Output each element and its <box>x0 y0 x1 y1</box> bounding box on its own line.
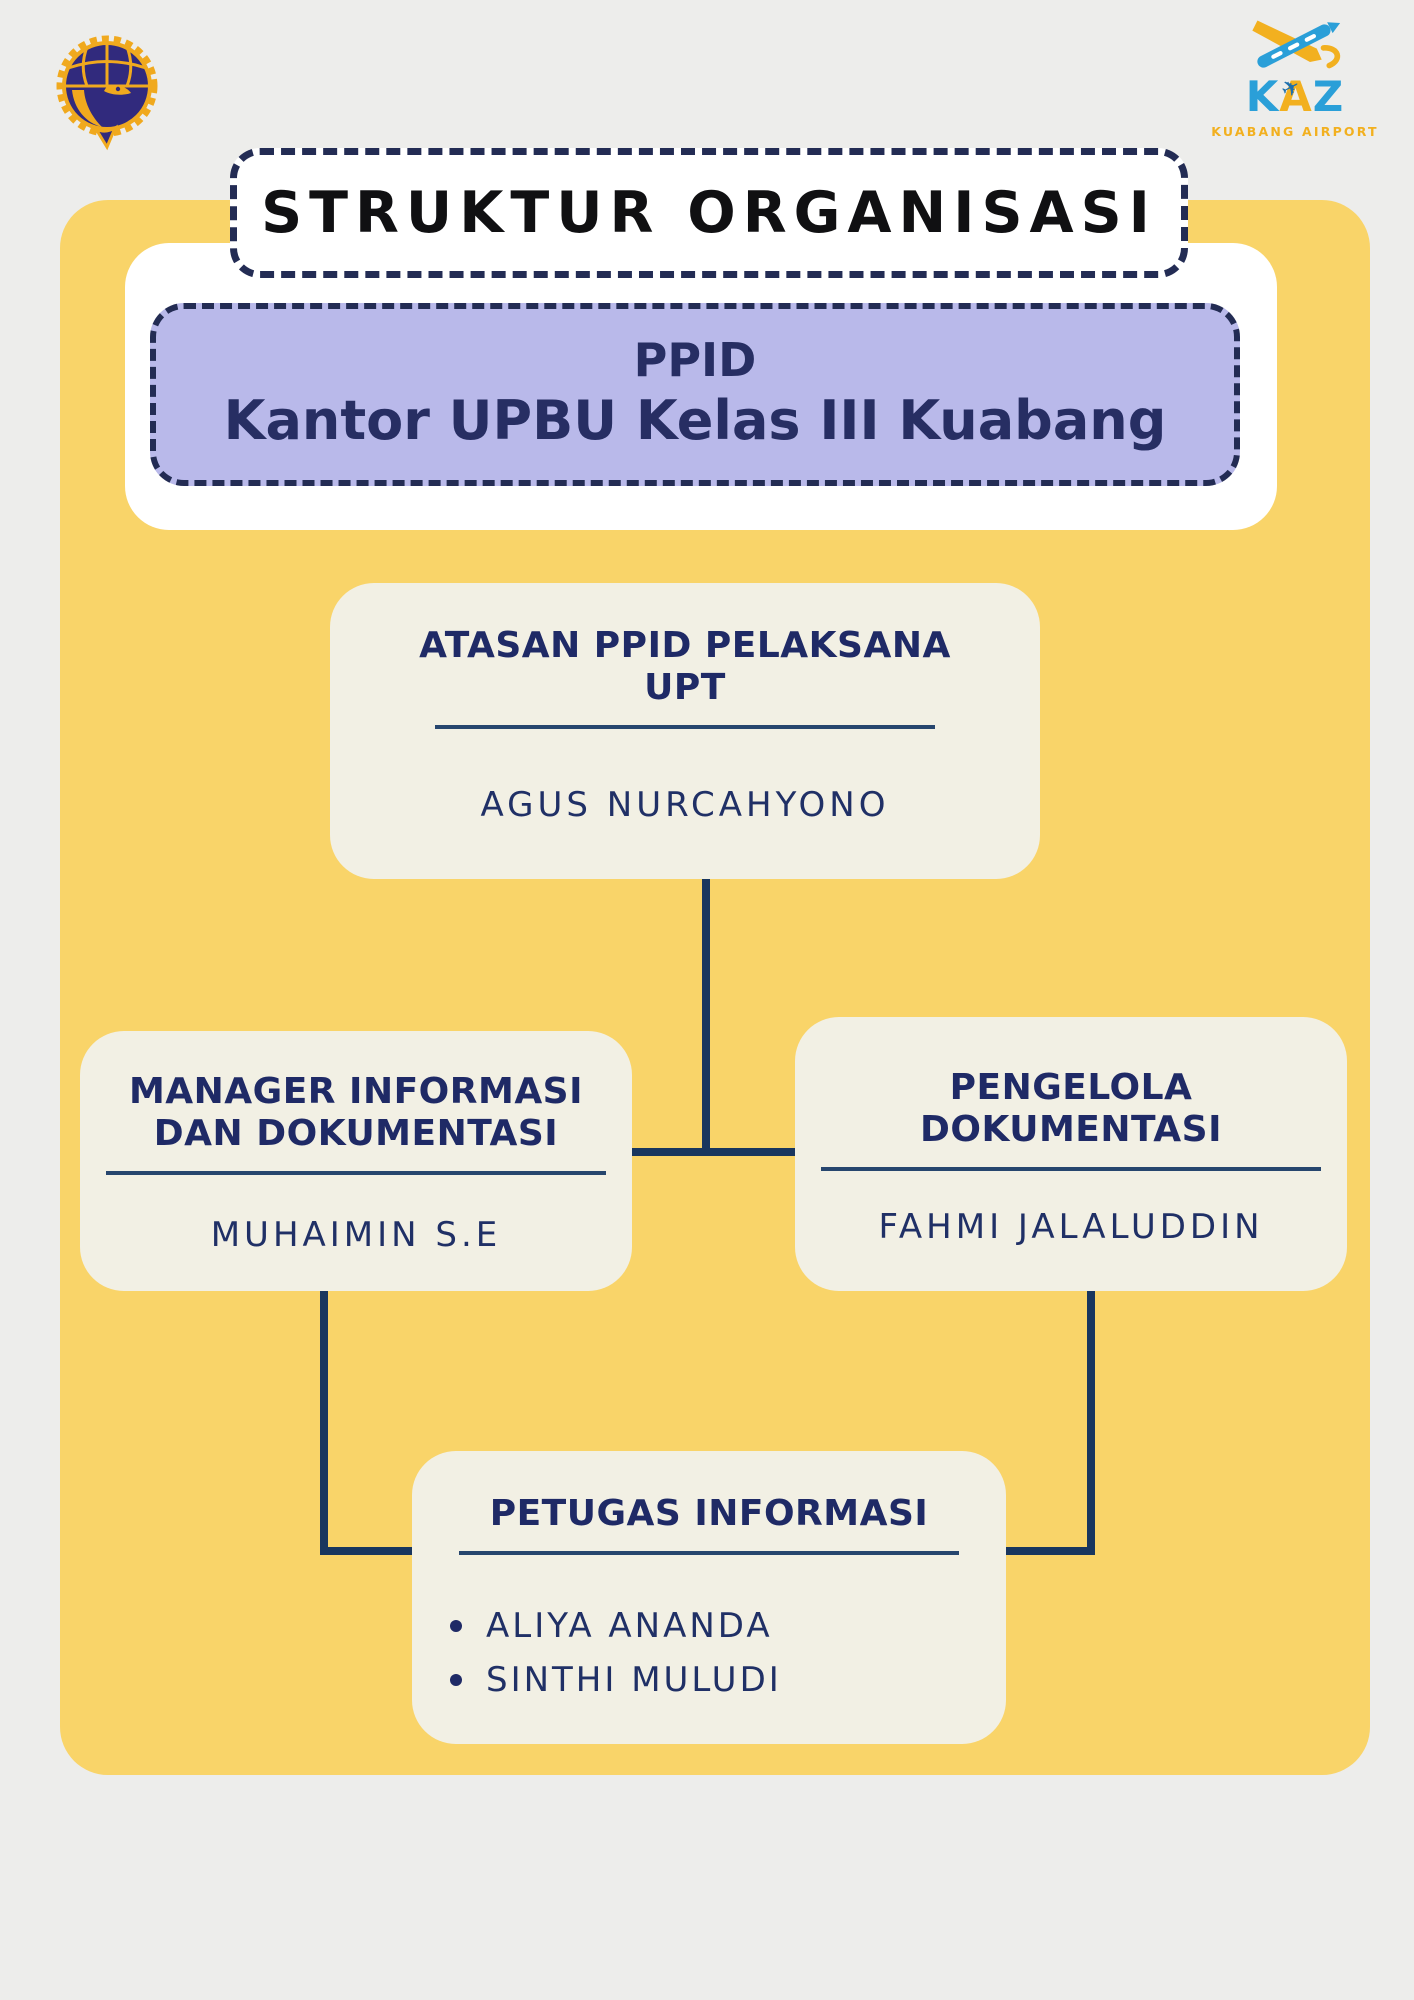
node-atasan-ppid-pelaksana: ATASAN PPID PELAKSANA UPT AGUS NURCAHYON… <box>330 583 1040 879</box>
heading-underline <box>821 1167 1321 1171</box>
bullet-dot-icon <box>450 1674 462 1686</box>
kaz-airport-logo: KAZ ✈ KUABANG AIRPORT <box>1210 16 1380 139</box>
ppid-header-line1: PPID <box>633 333 757 388</box>
connector-manager-horizontal <box>320 1547 416 1555</box>
node-person-name: FAHMI JALALUDDIN <box>878 1207 1264 1247</box>
node-title-line2: UPT <box>644 667 726 708</box>
list-item: ALIYA ANANDA <box>450 1599 1006 1653</box>
poster-title-box: STRUKTUR ORGANISASI <box>230 148 1188 278</box>
poster-title: STRUKTUR ORGANISASI <box>261 180 1157 246</box>
node-person-name: AGUS NURCAHYONO <box>480 785 890 825</box>
connector-manager-vertical <box>320 1288 328 1555</box>
kemenhub-logo <box>52 34 162 158</box>
list-item: SINTHI MULUDI <box>450 1653 1006 1707</box>
kaz-letter-k: K <box>1245 72 1280 121</box>
node-title-line2: DOKUMENTASI <box>920 1109 1222 1150</box>
node-title: PENGELOLA DOKUMENTASI <box>795 1067 1347 1151</box>
node-title-line1: ATASAN PPID PELAKSANA <box>419 625 951 666</box>
connector-pengelola-horizontal <box>1002 1547 1095 1555</box>
node-title-line2: DAN DOKUMENTASI <box>153 1113 559 1154</box>
node-title: PETUGAS INFORMASI <box>489 1493 929 1534</box>
kaz-airport-name: KUABANG AIRPORT <box>1211 124 1379 139</box>
node-title: ATASAN PPID PELAKSANA UPT <box>330 625 1040 709</box>
node-title-line1: MANAGER INFORMASI <box>128 1071 584 1112</box>
connector-atasan-vertical <box>702 875 710 1156</box>
node-petugas-informasi: PETUGAS INFORMASI ALIYA ANANDA SINTHI MU… <box>412 1451 1006 1744</box>
member-name: ALIYA ANANDA <box>486 1606 773 1646</box>
kaz-wordmark: KAZ ✈ <box>1210 73 1380 118</box>
kemenhub-logo-icon <box>56 35 158 151</box>
kaz-letter-z: Z <box>1312 72 1345 121</box>
kaz-crossed-emblem-icon <box>1252 20 1341 69</box>
node-pengelola-dokumentasi: PENGELOLA DOKUMENTASI FAHMI JALALUDDIN <box>795 1017 1347 1291</box>
node-title-line1: PENGELOLA <box>949 1067 1193 1108</box>
heading-underline <box>459 1551 959 1555</box>
node-title: MANAGER INFORMASI DAN DOKUMENTASI <box>80 1071 632 1155</box>
connector-atasan-crossbar <box>630 1148 797 1156</box>
ppid-header-box: PPID Kantor UPBU Kelas III Kuabang <box>150 303 1240 486</box>
member-name: SINTHI MULUDI <box>486 1660 782 1700</box>
member-list: ALIYA ANANDA SINTHI MULUDI <box>412 1599 1006 1707</box>
connector-pengelola-vertical <box>1087 1288 1095 1555</box>
kaz-letter-a: A <box>1279 72 1313 121</box>
heading-underline <box>106 1171 606 1175</box>
node-person-name: MUHAIMIN S.E <box>210 1215 502 1255</box>
heading-underline <box>435 725 935 729</box>
node-manager-informasi-dokumentasi: MANAGER INFORMASI DAN DOKUMENTASI MUHAIM… <box>80 1031 632 1291</box>
bullet-dot-icon <box>450 1620 462 1632</box>
ppid-header-line2: Kantor UPBU Kelas III Kuabang <box>223 389 1167 453</box>
